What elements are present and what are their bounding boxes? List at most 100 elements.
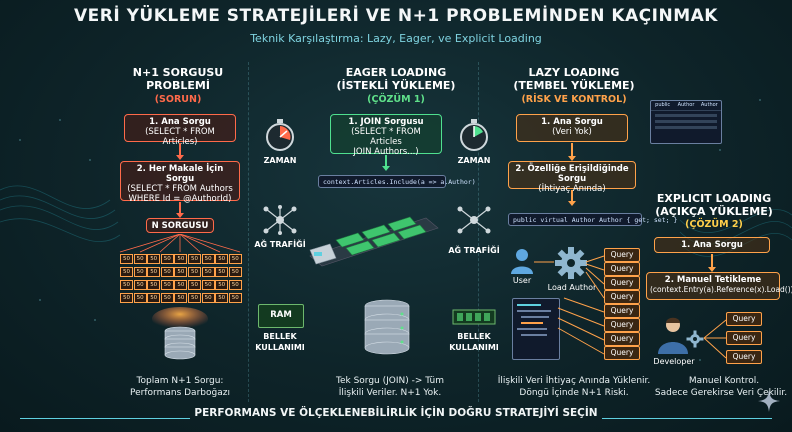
n-query-cell: 50 (188, 293, 201, 303)
ram-label: RAM (270, 310, 292, 320)
n-query-cell: 50 (147, 293, 161, 303)
table-col: Author (700, 102, 718, 108)
eager-tag: (ÇÖZÜM 1) (367, 94, 425, 105)
table-col: Author (677, 102, 695, 108)
n1-step1-title: 1. Ana Sorgu (149, 117, 211, 127)
arrow-down (708, 254, 716, 272)
gear-icon (686, 330, 704, 348)
n-query-cell: 50 (160, 293, 174, 303)
user-label: User (512, 276, 532, 285)
n1-caption-1: Toplam N+1 Sorgu: (136, 376, 224, 386)
ram-chip-icon: RAM (258, 304, 304, 328)
arrow-down (176, 143, 184, 160)
n1-step1-box: 1. Ana Sorgu (SELECT * FROM Articles) (124, 114, 236, 147)
n-query-cell: 50 (201, 293, 215, 303)
developer-label: Developer (653, 357, 695, 366)
query-box: Query (726, 312, 762, 326)
join-code-1: (SELECT * FROM Articles (351, 127, 421, 147)
arrow-down (568, 143, 576, 161)
entity-table-icon: public Author Author (650, 100, 722, 144)
memory-label-2: KULLANIMI (449, 343, 499, 352)
table-col: public (655, 102, 671, 108)
lazy-step1-title: 1. Ana Sorgu (541, 117, 603, 127)
n-query-cell: 50 (228, 280, 242, 290)
query-arrows (534, 255, 605, 355)
n1-step2-code2: WHERE Id = @AuthorId) (128, 194, 232, 204)
n-query-cell: 50 (174, 267, 188, 277)
eager-caption-1: Tek Sorgu (JOIN) -> Tüm (335, 376, 444, 386)
n-query-cell: 50 (147, 280, 161, 290)
n-query-cell: 50 (188, 280, 201, 290)
n-query-cell: 50 (228, 293, 242, 303)
lazy-subtitle: (TEMBEL YÜKLEME) (513, 79, 635, 92)
query-box: Query (604, 346, 640, 360)
database-icon (152, 307, 208, 360)
join-query-box: 1. JOIN Sorgusu (SELECT * FROM Articles … (330, 114, 442, 157)
gear-icon (555, 247, 587, 279)
query-box: Query (604, 262, 640, 276)
n-query-cell: 50 (215, 293, 229, 303)
time-label: ZAMAN (263, 156, 297, 165)
column-divider (478, 62, 480, 402)
fan-out-lines (119, 234, 241, 253)
query-box: Query (604, 332, 640, 346)
explicit-caption-2: Sadece Gerekirse Veri Çekilir. (654, 388, 788, 398)
column-divider (248, 62, 250, 402)
memory-label-1: BELLEK (263, 332, 297, 341)
explicit-subtitle: (AÇIKÇA YÜKLEME) (655, 205, 773, 218)
n-query-cell: 50 (188, 254, 201, 264)
n-query-cell: 50 (215, 280, 229, 290)
explicit-step1-box: 1. Ana Sorgu (654, 237, 770, 253)
network-icon (457, 206, 491, 234)
query-box: Query (604, 318, 640, 332)
lazy-caption-1: İlişkili Veri İhtiyaç Anında Yüklenir. (497, 376, 651, 386)
n-query-cell: 50 (228, 267, 242, 277)
train-icon (309, 216, 439, 267)
n-query-cell: 50 (228, 254, 242, 264)
main-title: VERİ YÜKLEME STRATEJİLERİ VE N+1 PROBLEM… (74, 6, 718, 26)
sparkle-icon (758, 390, 780, 412)
n-query-cell: 50 (160, 280, 174, 290)
load-author-label: Load Author (547, 283, 597, 292)
traffic-label: AĞ TRAFİĞİ (448, 246, 500, 255)
arrow-down (176, 202, 184, 218)
arrow-down (568, 190, 576, 206)
n-query-cell: 50 (201, 267, 215, 277)
n-query-cell: 50 (215, 267, 229, 277)
eager-title: EAGER LOADING (345, 66, 447, 79)
n-query-cell: 50 (120, 293, 133, 303)
n1-step2-code1: (SELECT * FROM Authors (127, 184, 233, 194)
arrow-down (382, 155, 390, 171)
query-box: Query (726, 350, 762, 364)
n-query-cell: 50 (174, 293, 188, 303)
footer-rule (602, 418, 772, 419)
network-icon (263, 205, 297, 235)
query-box: Query (604, 276, 640, 290)
n-query-cell: 50 (120, 267, 133, 277)
n-query-cell: 50 (215, 254, 229, 264)
developer-icon (658, 317, 688, 354)
database-icon (364, 299, 410, 355)
n1-tag: (SORUN) (154, 94, 202, 105)
eager-caption-2: İlişkili Veriler. N+1 Yok. (338, 388, 442, 398)
query-box: Query (604, 248, 640, 262)
n1-caption-2: Performans Darboğazı (130, 388, 230, 398)
memory-label-2: KULLANIMI (255, 343, 305, 352)
query-box: Query (604, 290, 640, 304)
n1-step2-title: 2. Her Makale İçin Sorgu (136, 164, 224, 184)
n-query-cell: 50 (120, 280, 133, 290)
join-code-2: JOIN Authors...) (353, 147, 419, 157)
n-query-cell: 50 (133, 280, 147, 290)
memory-label-1: BELLEK (457, 332, 491, 341)
eager-subtitle: (İSTEKLİ YÜKLEME) (336, 79, 456, 92)
n-queries-label: N SORGUSU (146, 218, 214, 233)
n-query-cell: 50 (133, 267, 147, 277)
n-query-cell: 50 (160, 254, 174, 264)
explicit-tag: (ÇÖZÜM 2) (685, 219, 743, 230)
n1-title: N+1 SORGUSU PROBLEMİ (132, 66, 224, 92)
lazy-caption-2: Döngü İçinde N+1 Riski. (519, 388, 629, 398)
lazy-step1-sub: (Veri Yok) (552, 127, 592, 137)
lazy-step2-box: 2. Özelliğe Erişildiğinde Sorgu (İhtiyaç… (508, 161, 636, 194)
